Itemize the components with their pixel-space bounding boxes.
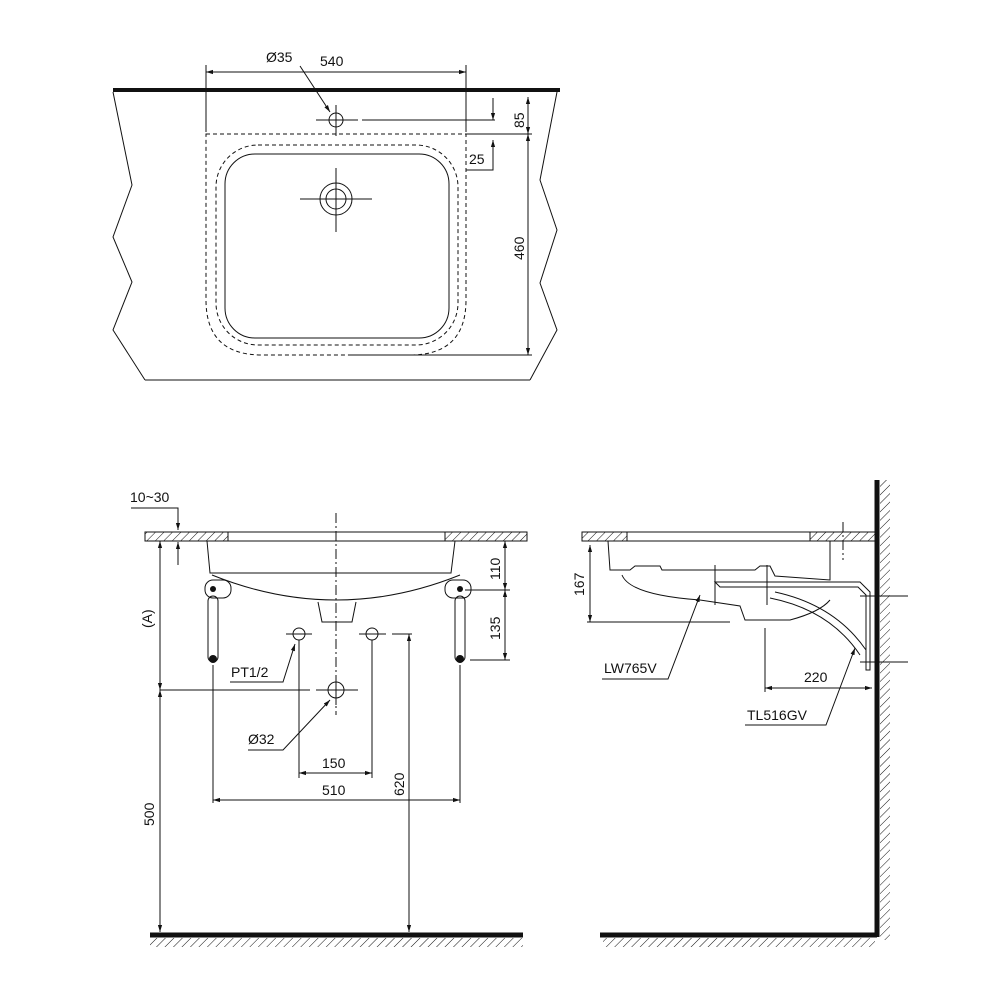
dim-220-label: 220 [804, 669, 828, 685]
counter-break-right [529, 91, 558, 381]
trap-label: TL516GV [747, 707, 808, 723]
dim-85-label: 85 [511, 112, 527, 128]
drain-label: Ø32 [248, 731, 275, 747]
front-view: 10~30 (A) 500 150 510 620 110 135 PT1/2 … [130, 489, 528, 947]
dim-460-label: 460 [511, 236, 527, 260]
faucet-hole-label: Ø35 [266, 49, 293, 65]
basin-outline-dashed [205, 133, 467, 356]
dim-width-label: 540 [320, 53, 344, 69]
supply-label: PT1/2 [231, 664, 269, 680]
top-view: 540 Ø35 85 25 460 [112, 49, 560, 381]
dim-500-label: 500 [141, 802, 157, 826]
dim-620-label: 620 [391, 772, 407, 796]
bracket-right [444, 579, 472, 663]
dim-135-label: 135 [487, 616, 503, 640]
bowl [224, 153, 450, 339]
dim-110-label: 110 [487, 557, 503, 580]
counter-break-left [112, 91, 146, 381]
basin-body [206, 540, 456, 574]
side-view: 167 LW765V 220 TL516GV [571, 480, 908, 947]
dim-a-label: (A) [139, 609, 155, 628]
trap-pipe [769, 597, 861, 656]
rim-dashed [215, 144, 459, 346]
dim-10-30-label: 10~30 [130, 489, 170, 505]
dim-25-label: 25 [469, 151, 485, 167]
bracket-left [204, 579, 232, 663]
basin-profile [607, 540, 831, 581]
dim-150-label: 150 [322, 755, 346, 771]
dim-510-label: 510 [322, 782, 346, 798]
bracket-label: LW765V [604, 660, 657, 676]
dim-167-label: 167 [571, 572, 587, 596]
bracket-arm [713, 581, 871, 671]
